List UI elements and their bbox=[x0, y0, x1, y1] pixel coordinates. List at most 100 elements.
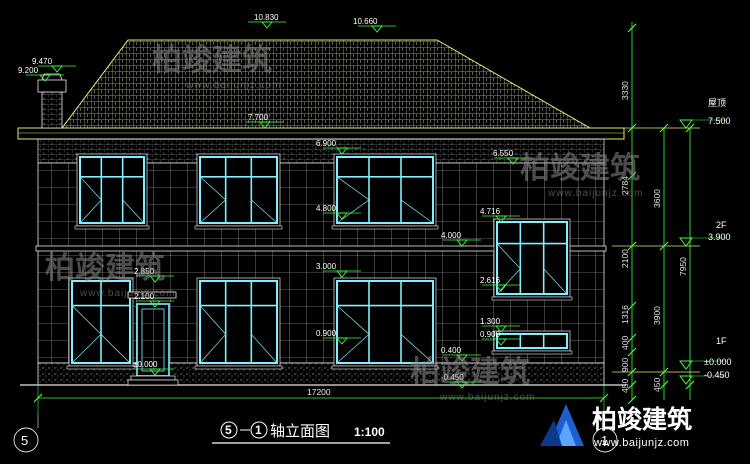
marker-door-canopy-base bbox=[136, 300, 174, 308]
marker-ridge-right bbox=[358, 25, 396, 33]
level-markers bbox=[26, 21, 726, 389]
floor-1f-name: 1F bbox=[716, 336, 727, 346]
title-text: 轴立面图 bbox=[270, 422, 330, 440]
dim-seg-2100: 2100 bbox=[620, 249, 630, 268]
window-2f-mid bbox=[194, 153, 283, 230]
level-base-top: 0.400 bbox=[441, 346, 462, 355]
marker-win1-top-center bbox=[323, 270, 361, 278]
marker-win2-sill-right bbox=[482, 215, 520, 223]
watermark-right-url: www.baijunjz.com bbox=[547, 188, 643, 199]
dim-tick bbox=[627, 333, 637, 343]
watermark-left: 柏竣建筑 www.baijunjz.com bbox=[45, 251, 174, 299]
marker-win1-sill-center bbox=[323, 337, 361, 345]
marker-high-window-sill bbox=[482, 338, 520, 346]
dim-outer-roof: 3330 bbox=[620, 81, 630, 100]
level-labels: 10.830 10.660 9.470 9.200 7.700 6.900 6.… bbox=[18, 13, 514, 382]
level-win2-top-right: 6.550 bbox=[493, 149, 514, 158]
dim-tick bbox=[627, 123, 637, 133]
marker-win1-top-right bbox=[482, 284, 520, 292]
marker-win2-sill-center bbox=[323, 212, 361, 220]
dim-total-width: 17200 bbox=[307, 387, 331, 397]
dim-tick bbox=[659, 380, 669, 390]
watermark-bottom: 柏竣建筑 www.baijunjz.com bbox=[410, 355, 535, 403]
dim-tick bbox=[627, 23, 637, 33]
roof bbox=[17, 39, 625, 140]
windows bbox=[66, 153, 573, 370]
dim-tick bbox=[685, 380, 695, 390]
axis-bubble-right: 1 bbox=[592, 427, 618, 453]
dim-seg-2784: 2784 bbox=[620, 176, 630, 195]
level-door-canopy-top: 2.850 bbox=[134, 267, 155, 276]
dim-seg-400: 400 bbox=[620, 336, 630, 350]
marker-floor2-band bbox=[443, 239, 481, 247]
dim-seg-900: 900 bbox=[620, 358, 630, 372]
level-win1-sill-center: 0.900 bbox=[316, 329, 337, 338]
watermark-bottom-url: www.baijunjz.com bbox=[439, 392, 535, 403]
brand-name: 柏竣建筑 bbox=[592, 405, 692, 434]
bottom-width-dimension: 17200 bbox=[33, 385, 609, 414]
marker-grade-center bbox=[443, 381, 481, 389]
level-ground-floor: ±0.000 bbox=[133, 360, 158, 369]
level-chimney-top: 9.470 bbox=[32, 57, 53, 66]
dim-outer-base: 450 bbox=[652, 378, 662, 392]
level-door-canopy-base: 2.100 bbox=[134, 292, 155, 301]
floor-marker-roof bbox=[679, 119, 726, 129]
level-floor2-band: 4.000 bbox=[441, 231, 462, 240]
marker-ridge-left bbox=[248, 21, 286, 29]
level-win1-top-right: 2.616 bbox=[480, 276, 501, 285]
floor-band bbox=[35, 245, 607, 252]
dim-tick bbox=[659, 123, 669, 133]
floor-2f-level: 3.900 bbox=[708, 232, 731, 242]
dim-tick bbox=[685, 123, 695, 133]
brand-url: www.baijunjz.com bbox=[593, 437, 689, 449]
watermarks: 柏竣建筑 www.baijunjz.com 柏竣建筑 www.baijunjz.… bbox=[45, 43, 643, 403]
marker-win2-top-right bbox=[494, 157, 532, 165]
dim-tick bbox=[627, 301, 637, 311]
window-2f-right bbox=[491, 218, 573, 301]
axis-bottom-left: 5 bbox=[21, 433, 28, 448]
window-1f-left bbox=[66, 277, 136, 370]
floor-marker-1f bbox=[679, 360, 726, 370]
brand-logo-icon bbox=[540, 404, 584, 446]
level-eave: 7.700 bbox=[248, 113, 269, 122]
axis-bottom-right: 1 bbox=[601, 433, 608, 448]
floor-roof-level: 7.500 bbox=[708, 116, 731, 126]
marker-base-top bbox=[443, 354, 481, 362]
title-scale: 1:100 bbox=[354, 425, 385, 439]
level-high-window-sill: 0.900 bbox=[480, 330, 501, 339]
floor-2f-name: 2F bbox=[716, 220, 727, 230]
dim-tick bbox=[627, 395, 637, 405]
level-ridge-left: 10.830 bbox=[254, 13, 279, 22]
dim-outer-mid: 3900 bbox=[652, 306, 662, 325]
marker-chimney-top bbox=[38, 65, 76, 73]
dimension-ticks bbox=[627, 23, 695, 405]
dim-outer-upper: 3600 bbox=[652, 189, 662, 208]
marker-high-window-top bbox=[482, 325, 520, 333]
watermark-top-brand: 柏竣建筑 bbox=[152, 43, 272, 78]
dim-seg-450: 450 bbox=[620, 379, 630, 393]
floor-grade-level: -0.450 bbox=[704, 370, 730, 380]
title-axis-right: 1 bbox=[255, 423, 262, 437]
marker-ground-floor bbox=[136, 368, 174, 376]
dim-tick bbox=[659, 241, 669, 251]
floor-1f-level: ±0.000 bbox=[704, 357, 731, 367]
axis-bubble-left: 5 bbox=[13, 414, 39, 453]
dim-tick bbox=[627, 347, 637, 357]
level-win2-sill-center: 4.800 bbox=[316, 204, 337, 213]
dim-tick bbox=[627, 241, 637, 251]
floor-marker-2f bbox=[679, 237, 726, 247]
dim-tick bbox=[659, 367, 669, 377]
floor-roof-name: 屋顶 bbox=[708, 98, 726, 108]
window-1f-center bbox=[331, 277, 439, 370]
dim-total-height: 7950 bbox=[678, 257, 688, 276]
brand-logo: 柏竣建筑 www.baijunjz.com bbox=[540, 404, 692, 449]
front-door bbox=[127, 291, 179, 386]
watermark-top-url: www.baijunjz.com bbox=[185, 80, 281, 91]
floor-marker-grade bbox=[679, 375, 726, 385]
chimney bbox=[37, 73, 67, 129]
watermark-top: 柏竣建筑 www.baijunjz.com bbox=[152, 43, 281, 91]
watermark-right-brand: 柏竣建筑 bbox=[520, 151, 640, 186]
watermark-bottom-brand: 柏竣建筑 bbox=[410, 355, 530, 390]
window-1f-high bbox=[491, 330, 573, 355]
